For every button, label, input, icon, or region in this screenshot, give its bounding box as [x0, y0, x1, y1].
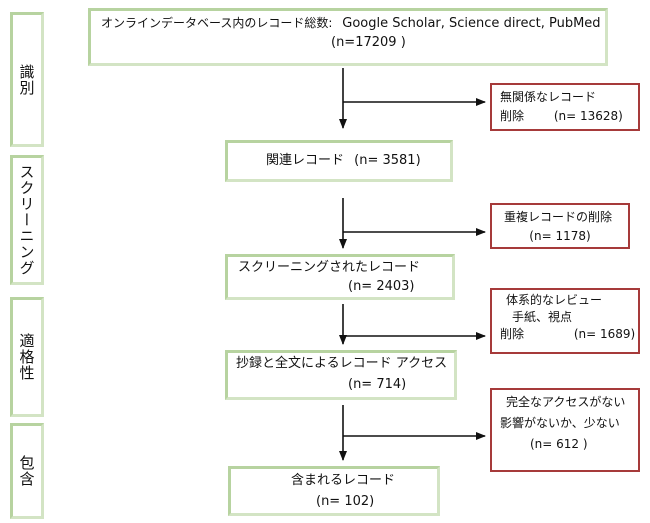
total-records-sources: Google Scholar, Science direct, PubMed [342, 16, 601, 31]
excluded-irrelevant-label: 無関係なレコード [500, 90, 597, 104]
excluded-duplicates-count: (n= 1178) [529, 228, 591, 243]
stage-identify: 識別 [10, 12, 44, 147]
excluded-irrelevant-count: (n= 13628) [553, 108, 623, 123]
stage-label: 適格性 [17, 333, 36, 381]
fulltext-records-label: 抄録と全文によるレコード アクセス [236, 356, 448, 371]
stage-included: 包含 [10, 423, 44, 519]
included-records-count: (n= 102) [316, 493, 375, 509]
stage-screening: スクリーニング [10, 155, 44, 285]
stage-label: 包含 [17, 455, 36, 487]
excluded-reviews-count: (n= 1689) [573, 326, 636, 341]
excluded-irrelevant-box: 無関係なレコード 削除 (n= 13628) [490, 83, 640, 131]
total-records-label: オンラインデータベース内のレコード総数: [101, 16, 333, 30]
screened-records-count: (n= 2403) [348, 278, 415, 294]
excluded-no-access-count: (n= 612 ) [530, 437, 588, 451]
excluded-duplicates-label: 重複レコードの削除 [504, 210, 613, 224]
relevant-records-label: 関連レコード [266, 153, 345, 168]
relevant-records-box: 関連レコード (n= 3581) [225, 140, 453, 182]
excluded-reviews-label: 体系的なレビュー [506, 293, 603, 307]
included-records-box: 含まれるレコード (n= 102) [228, 466, 440, 516]
fulltext-records-box: 抄録と全文によるレコード アクセス (n= 714) [225, 350, 457, 400]
excluded-duplicates-box: 重複レコードの削除 (n= 1178) [490, 203, 630, 249]
excluded-no-access-label-2: 影響がないか、少ない [500, 416, 620, 430]
included-records-label: 含まれるレコード [291, 473, 396, 488]
excluded-irrelevant-action: 削除 [500, 108, 525, 123]
excluded-no-access-box: 完全なアクセスがない 影響がないか、少ない (n= 612 ) [490, 388, 640, 472]
stage-eligibility: 適格性 [10, 297, 44, 417]
relevant-records-count: (n= 3581) [354, 153, 421, 168]
fulltext-records-count: (n= 714) [348, 376, 407, 392]
stage-label: スクリーニング [17, 164, 36, 276]
screened-records-box: スクリーニングされたレコード (n= 2403) [225, 254, 455, 300]
excluded-reviews-label-2: 手紙、視点 [512, 309, 573, 324]
excluded-reviews-action: 削除 [500, 326, 525, 341]
screened-records-label: スクリーニングされたレコード [238, 260, 421, 275]
excluded-no-access-label: 完全なアクセスがない [506, 395, 626, 409]
excluded-reviews-box: 体系的なレビュー 手紙、視点 削除 (n= 1689) [490, 288, 640, 354]
total-records-count: (n=17209 ) [331, 34, 406, 50]
total-records-box: オンラインデータベース内のレコード総数: Google Scholar, Sci… [88, 8, 608, 66]
stage-label: 識別 [17, 63, 36, 96]
